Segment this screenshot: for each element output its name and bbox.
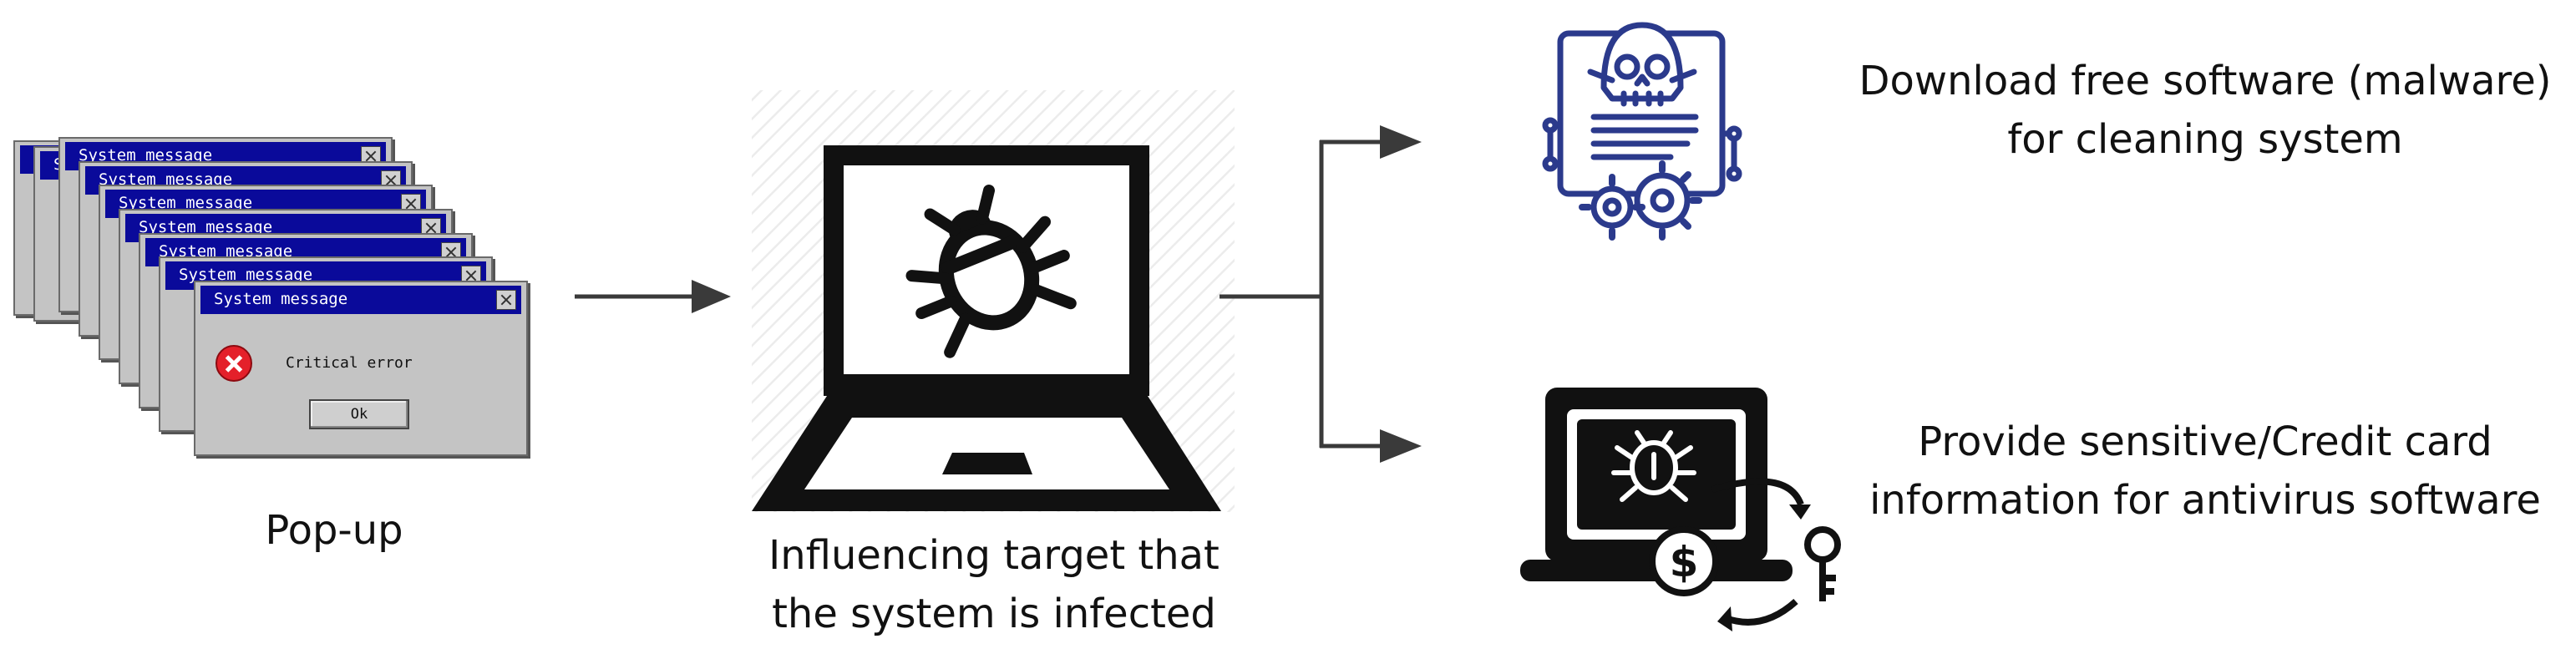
bug-icon <box>1611 430 1696 502</box>
popup-title: System message <box>139 218 273 236</box>
outcome-download-line-1: Download free software (malware) <box>1858 58 2552 104</box>
infected-laptop-icon <box>752 90 1235 512</box>
outcome-download-line-2: for cleaning system <box>2007 116 2403 163</box>
branch-arrows <box>1220 125 1422 463</box>
popup-window-front: System message Critical error Ok <box>194 281 528 456</box>
popup-title: System message <box>214 290 348 308</box>
popup-caption: Pop-up <box>265 507 403 554</box>
bug-icon <box>905 185 1077 358</box>
ok-button[interactable]: Ok <box>309 399 409 429</box>
outcome-credit-line-1: Provide sensitive/Credit card <box>1918 418 2492 465</box>
popup-window-stack: System message System message System mes… <box>0 0 585 501</box>
popup-title: System message <box>79 146 213 165</box>
svg-text:$: $ <box>1670 538 1699 586</box>
error-message: Critical error <box>286 354 413 372</box>
popup-title: System message <box>99 170 233 189</box>
laptop-payment-theft-icon: $ <box>1520 388 1841 631</box>
center-caption-line-1: Influencing target that <box>768 532 1220 579</box>
popup-titlebar: System message <box>200 286 521 314</box>
center-caption-line-2: the system is infected <box>772 591 1216 637</box>
popup-title: System message <box>159 242 293 261</box>
error-icon <box>216 345 252 382</box>
outcome-download-malware: Download free software (malware) for cle… <box>1838 52 2573 169</box>
outcome-provide-credit-card: Provide sensitive/Credit card informatio… <box>1838 413 2573 530</box>
center-caption: Influencing target that the system is in… <box>718 526 1270 643</box>
popup-title: System message <box>179 266 313 284</box>
outcome-credit-line-2: information for antivirus software <box>1869 477 2541 524</box>
popup-title: System message <box>119 194 253 212</box>
malware-document-icon <box>1542 22 1742 241</box>
arrow-to-laptop <box>575 280 731 313</box>
close-icon[interactable] <box>496 290 516 310</box>
